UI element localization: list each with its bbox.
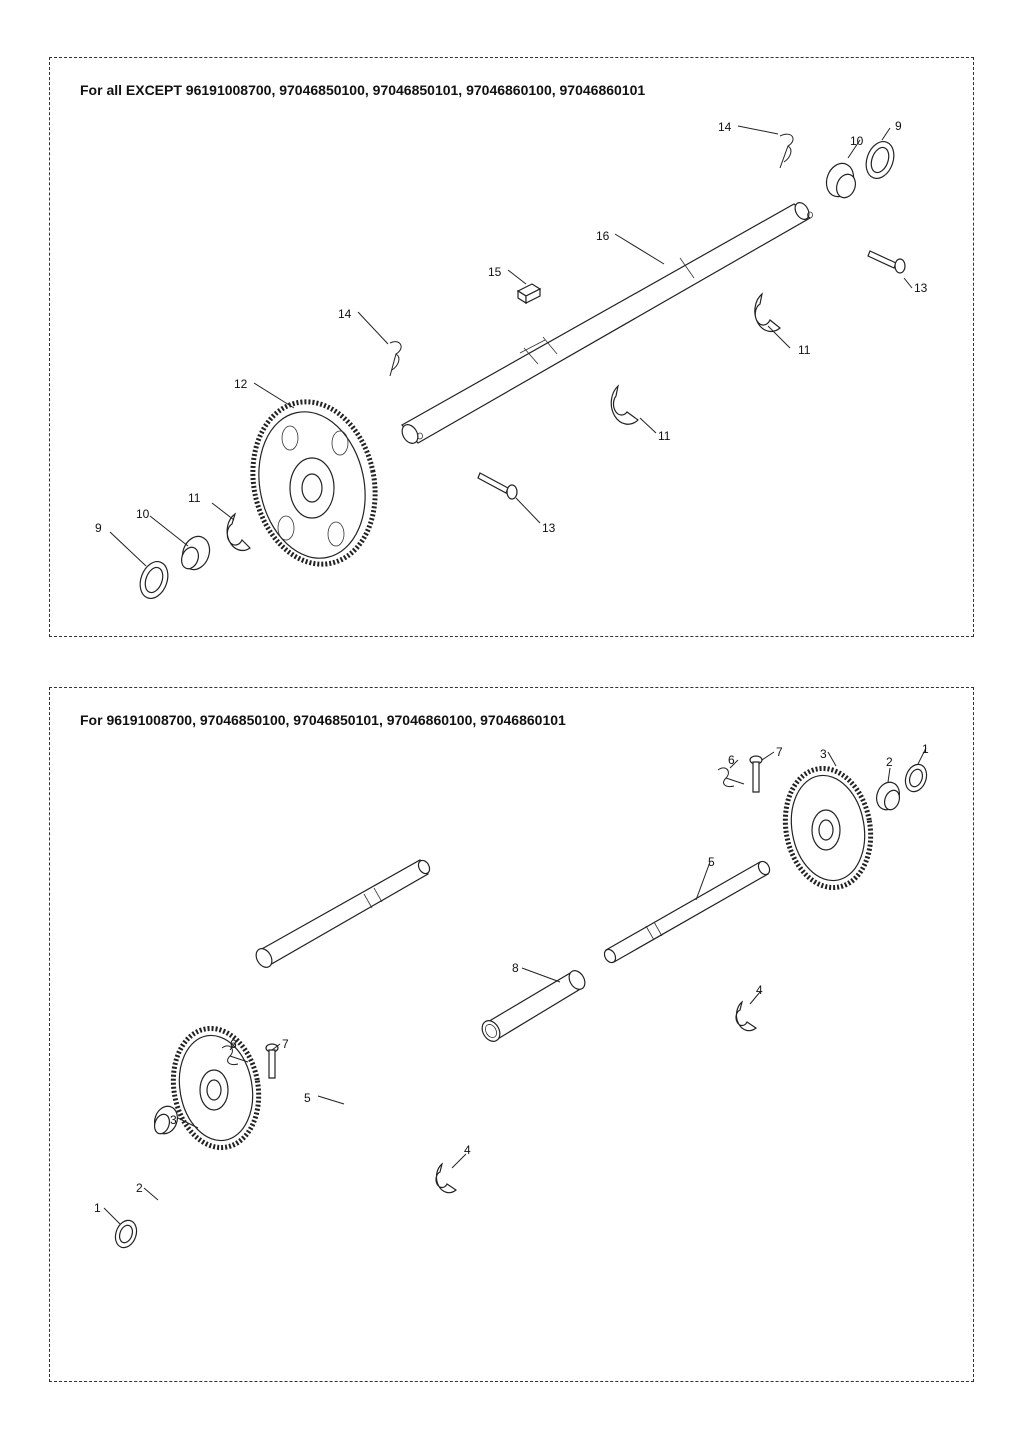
flange-bushing — [180, 162, 857, 571]
callout-11: 11 — [658, 429, 671, 443]
panel-heading: For 96191008700, 97046850100, 9704685010… — [80, 712, 566, 728]
diagram-panel-split-axle: For 96191008700, 97046850100, 9704685010… — [49, 687, 974, 1382]
exploded-view-standard: 14 10 9 16 15 13 14 11 12 11 11 10 9 13 — [95, 119, 928, 599]
leader-lines — [109, 125, 913, 567]
callout-3: 3 — [170, 1113, 177, 1127]
retaining-ring — [435, 1000, 757, 1194]
flat-washer — [114, 763, 928, 1249]
callout-7: 7 — [282, 1037, 289, 1051]
callout-13: 13 — [542, 521, 556, 535]
callout-13: 13 — [914, 281, 928, 295]
leader-lines — [103, 747, 927, 1225]
callout-9: 9 — [895, 119, 902, 133]
callout-10: 10 — [850, 134, 864, 148]
callout-15: 15 — [488, 265, 502, 279]
callout-2: 2 — [136, 1181, 143, 1195]
callout-3: 3 — [820, 747, 827, 761]
callout-4: 4 — [756, 983, 763, 997]
panel-heading: For all EXCEPT 96191008700, 97046850100,… — [80, 82, 646, 98]
axle-half-left — [255, 859, 431, 968]
callout-11: 11 — [188, 491, 201, 505]
diagram-panel-standard: For all EXCEPT 96191008700, 97046850100,… — [49, 57, 974, 637]
callout-6: 6 — [230, 1037, 237, 1051]
callout-11: 11 — [798, 343, 811, 357]
callout-8: 8 — [512, 961, 519, 975]
callout-6: 6 — [728, 753, 735, 767]
callout-14: 14 — [338, 307, 352, 321]
clevis-pin — [477, 250, 906, 500]
drive-gear — [250, 399, 378, 567]
callout-14: 14 — [718, 120, 732, 134]
callout-5: 5 — [304, 1091, 311, 1105]
callout-9: 9 — [95, 521, 102, 535]
callout-1: 1 — [922, 742, 929, 756]
drive-gear-left — [170, 1025, 262, 1151]
exploded-view-split-axle: 6 7 3 2 1 5 8 4 6 7 5 3 4 2 1 — [94, 742, 929, 1249]
callout-12: 12 — [234, 377, 248, 391]
callout-10: 10 — [136, 507, 150, 521]
retaining-ring — [226, 292, 781, 552]
shaft-key — [516, 283, 542, 305]
callout-7: 7 — [776, 745, 783, 759]
center-tube — [481, 970, 586, 1042]
callout-16: 16 — [596, 229, 610, 243]
callout-1: 1 — [94, 1201, 101, 1215]
axle-half-right — [603, 860, 771, 964]
flat-washer — [139, 141, 895, 599]
clevis-pin — [265, 755, 763, 1079]
flange-bushing — [153, 781, 901, 1135]
callout-5: 5 — [708, 855, 715, 869]
callout-2: 2 — [886, 755, 893, 769]
drive-gear-right — [782, 765, 874, 891]
hairpin-clip — [389, 133, 794, 377]
callout-4: 4 — [464, 1143, 471, 1157]
axle-shaft — [401, 202, 813, 444]
